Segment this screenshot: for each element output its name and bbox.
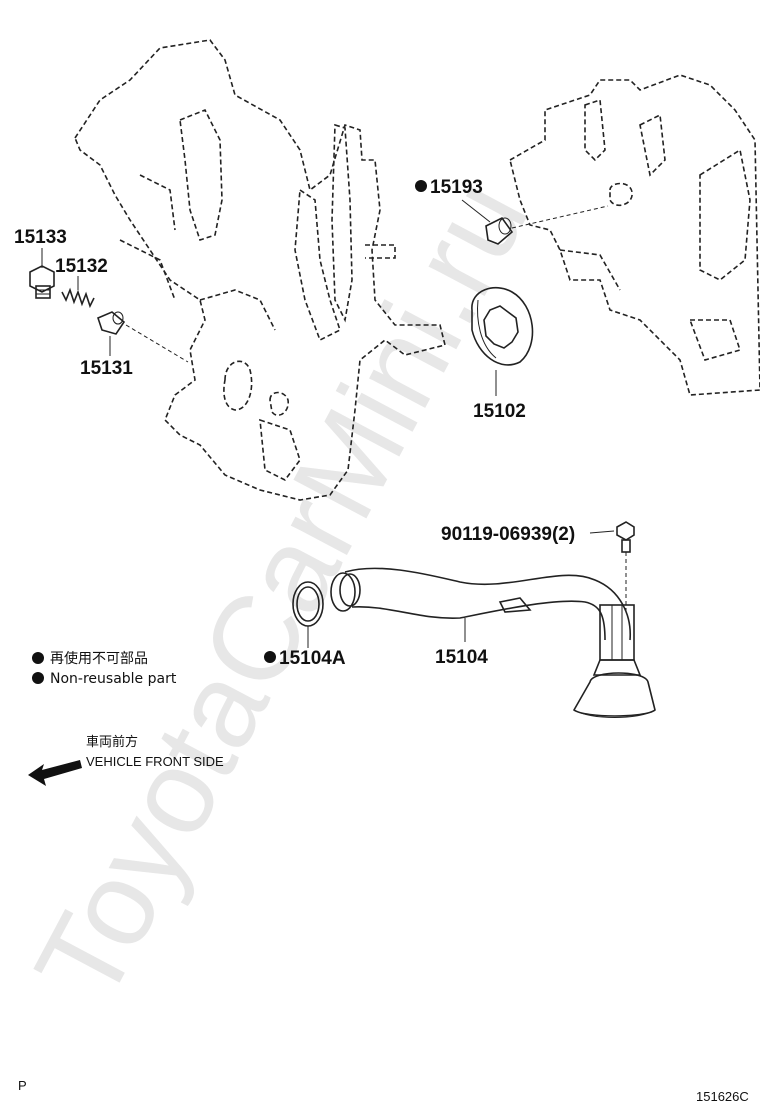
watermark: ToyotaCarMini.ru (10, 158, 554, 1022)
part-label-15104a: 15104A (279, 648, 346, 669)
legend-dot-icon (32, 672, 44, 684)
vehicle-front-indicator: 車両前方 VEHICLE FRONT SIDE (28, 734, 224, 786)
part-label-15131: 15131 (80, 358, 133, 379)
legend-dot-icon (32, 652, 44, 664)
part-label-15133: 15133 (14, 227, 67, 248)
legend-label-jp: 再使用不可部品 (50, 650, 148, 667)
arrow-left-icon (28, 760, 82, 786)
strainer-bolt-drawing (616, 521, 635, 553)
direction-label-jp: 車両前方 (86, 734, 138, 749)
part-label-90119-06939: 90119-06939(2) (441, 524, 575, 545)
part-label-15102: 15102 (473, 401, 526, 422)
part-label-15104: 15104 (435, 647, 488, 668)
oil-seal-drawing (485, 216, 514, 245)
relief-valve-plug-drawing (29, 265, 55, 299)
relief-valve-spring-drawing (61, 287, 95, 309)
legend: 再使用不可部品 Non-reusable part (32, 650, 177, 687)
leader-lines (41, 199, 627, 648)
non-reusable-marker-icon (415, 180, 427, 192)
oil-strainer-drawing (330, 567, 656, 718)
part-label-15132: 15132 (55, 256, 108, 277)
legend-label-en: Non-reusable part (50, 671, 177, 687)
illustration-number: 151626C (696, 1089, 749, 1104)
direction-label-en: VEHICLE FRONT SIDE (86, 754, 224, 769)
non-reusable-marker-icon (264, 651, 276, 663)
part-label-15193: 15193 (430, 177, 483, 198)
timing-cover-drawing (74, 39, 446, 501)
cylinder-block-drawing (509, 74, 760, 396)
oil-pump-rotor-drawing (471, 286, 534, 366)
relief-valve-drawing (97, 311, 126, 335)
footer-left-code: P (18, 1078, 27, 1093)
